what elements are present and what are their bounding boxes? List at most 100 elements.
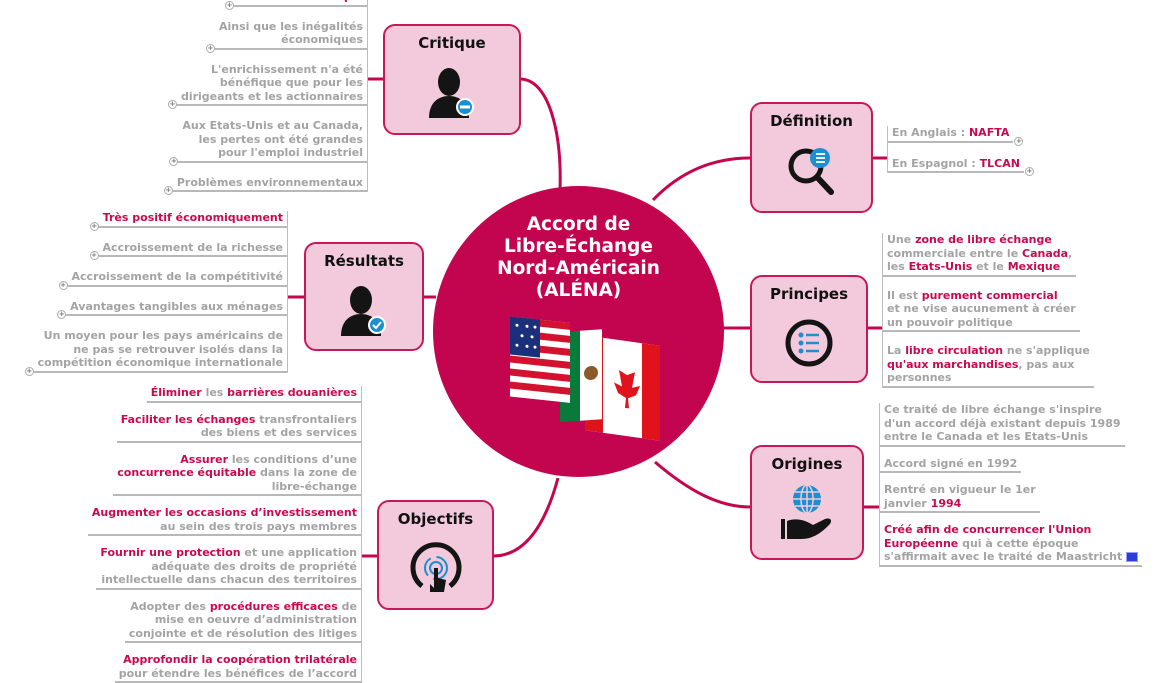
topic-objectifs[interactable]: Objectifs <box>377 500 494 610</box>
highlighted-text: libre circulation <box>905 344 1004 357</box>
highlighted-text: Augmenter les occasions d’investissement <box>91 506 357 519</box>
highlighted-text: TLCAN <box>979 156 1020 170</box>
subtopic-text: un pouvoir politique <box>887 315 1013 329</box>
subtopic-text: , pas aux <box>1018 357 1075 371</box>
expand-plus-icon[interactable]: + <box>57 310 67 319</box>
subtopic-text: des biens et des services <box>200 426 357 439</box>
subtopic-text: les <box>201 386 228 399</box>
definition-subtopic[interactable]: En Anglais : NAFTA+ <box>888 126 1024 146</box>
north-america-flags-icon <box>510 316 660 441</box>
title-line: (ALÉNA) <box>535 280 622 301</box>
globe-hand-icon <box>781 484 832 539</box>
title-line: Nord-Américain <box>497 258 660 279</box>
subtopic-text: conjointe et de résolution des litiges <box>128 626 357 640</box>
highlighted-text: Mexique <box>1007 260 1061 273</box>
critique-subtopic[interactable]: Problèmes environnementaux+ <box>163 176 367 195</box>
subtopic-text: libre-échange <box>271 479 357 493</box>
resultats-subtopic[interactable]: Très positif économiquement+ <box>89 211 287 231</box>
highlighted-text: Éliminer <box>150 386 202 399</box>
subtopic-text: s'affirmait avec le traité de Maastricht <box>884 550 1123 563</box>
expand-plus-icon[interactable]: + <box>163 186 173 195</box>
topic-title: Critique <box>418 34 486 52</box>
subtopic-text: Aux Etats-Unis et au Canada, <box>182 119 363 132</box>
subtopic-text: Ce traité de libre échange s'inspire <box>884 403 1102 416</box>
expand-plus-icon[interactable]: + <box>205 43 215 53</box>
topic-origines[interactable]: Origines <box>750 445 864 560</box>
central-topic[interactable]: Accord de Libre-Échange Nord-Américain (… <box>433 186 724 477</box>
subtopic-text: les pertes ont été grandes <box>198 132 363 146</box>
subtopic-text: économiques <box>281 33 363 46</box>
subtopic-text: les <box>887 260 909 273</box>
subtopic-text: Il est <box>887 288 922 302</box>
expand-plus-icon[interactable]: + <box>1024 167 1034 176</box>
highlighted-text: barrières douanières <box>227 386 357 399</box>
highlighted-text: Canada <box>1022 246 1069 260</box>
highlighted-text: Assurer <box>180 452 229 466</box>
objectifs-subtopic[interactable]: Augmenter les occasions d’investissement… <box>87 506 361 536</box>
topic-principes[interactable]: Principes <box>750 275 868 383</box>
subtopic-text: Accroissement de la compétitivité <box>71 270 283 283</box>
expand-plus-icon[interactable]: + <box>58 280 68 290</box>
topic-critique[interactable]: Critique <box>383 24 521 135</box>
subtopic-text: , <box>1068 246 1073 260</box>
highlighted-text: Européenne <box>884 536 959 550</box>
subtopic-text: Un moyen pour les pays américains de <box>43 329 283 342</box>
subtopic-text: pour l'emploi industriel <box>218 146 363 159</box>
definition-subtopic[interactable]: En Espagnol : TLCAN+ <box>888 156 1034 176</box>
subtopic-text: janvier <box>884 496 931 510</box>
subtopic-text: commerciale entre le <box>887 246 1022 260</box>
expand-plus-icon[interactable]: + <box>89 251 99 260</box>
resultats-subtopic[interactable]: Accroissement de la richesse+ <box>89 241 287 260</box>
subtopic-text: de <box>337 599 357 613</box>
subtopic-text: d'un accord déjà existant depuis 1989 <box>884 416 1121 430</box>
critique-subtopic[interactable]: Aux Etats-Unis et au Canada,les pertes o… <box>169 119 367 166</box>
highlighted-text: purement commercial <box>921 288 1058 302</box>
expand-plus-icon[interactable]: + <box>89 221 99 231</box>
subtopic-text: ne s'applique <box>1003 344 1090 357</box>
expand-plus-icon[interactable]: + <box>167 100 177 109</box>
subtopic-text: L'enrichissement n'a été <box>210 62 363 76</box>
connector-lines <box>288 77 887 558</box>
subtopic-text: intellectuelle dans chacun des territoir… <box>101 573 357 586</box>
highlighted-text: NAFTA <box>968 126 1010 139</box>
resultats-subtopic[interactable]: Avantages tangibles aux ménages+ <box>57 299 287 319</box>
subtopic-text: Accord signé en 1992 <box>884 456 1018 470</box>
objectifs-subtopic[interactable]: Fournir une protection et une applicatio… <box>96 546 361 590</box>
subtopic-text: Avantages tangibles aux ménages <box>70 299 283 313</box>
title-line: Accord de <box>526 214 631 235</box>
highlighted-text: Très positif économiquement <box>102 211 283 224</box>
subtopic-text: La <box>887 344 906 357</box>
origines-subtopic[interactable]: Accord signé en 1992 <box>880 456 1022 473</box>
title-line: Libre-Échange <box>504 236 653 257</box>
topic-resultats[interactable]: Résultats <box>304 242 424 351</box>
highlighted-text: procédures efficaces <box>209 599 338 613</box>
expand-plus-icon[interactable]: + <box>24 366 34 376</box>
highlighted-text: qu'aux marchandises <box>887 357 1019 371</box>
highlighted-text: concurrence équitable <box>117 466 257 479</box>
expand-plus-icon[interactable]: + <box>1014 136 1024 146</box>
expand-plus-icon[interactable]: + <box>225 0 235 10</box>
expand-plus-icon[interactable]: + <box>169 156 179 166</box>
critique-subtopic[interactable]: sociales au Mexique+ <box>225 0 367 10</box>
topic-definition[interactable]: Définition <box>750 102 873 213</box>
objectifs-subtopic[interactable]: Éliminer les barrières douanières <box>146 386 361 403</box>
resultats-subtopic[interactable]: Accroissement de la compétitivité+ <box>58 270 287 290</box>
list-circle-icon <box>785 319 833 367</box>
topic-title: Définition <box>770 112 853 130</box>
subtopic-text: dirigeants et les actionnaires <box>180 89 363 103</box>
subtopic-text: transfrontaliers <box>255 412 357 426</box>
